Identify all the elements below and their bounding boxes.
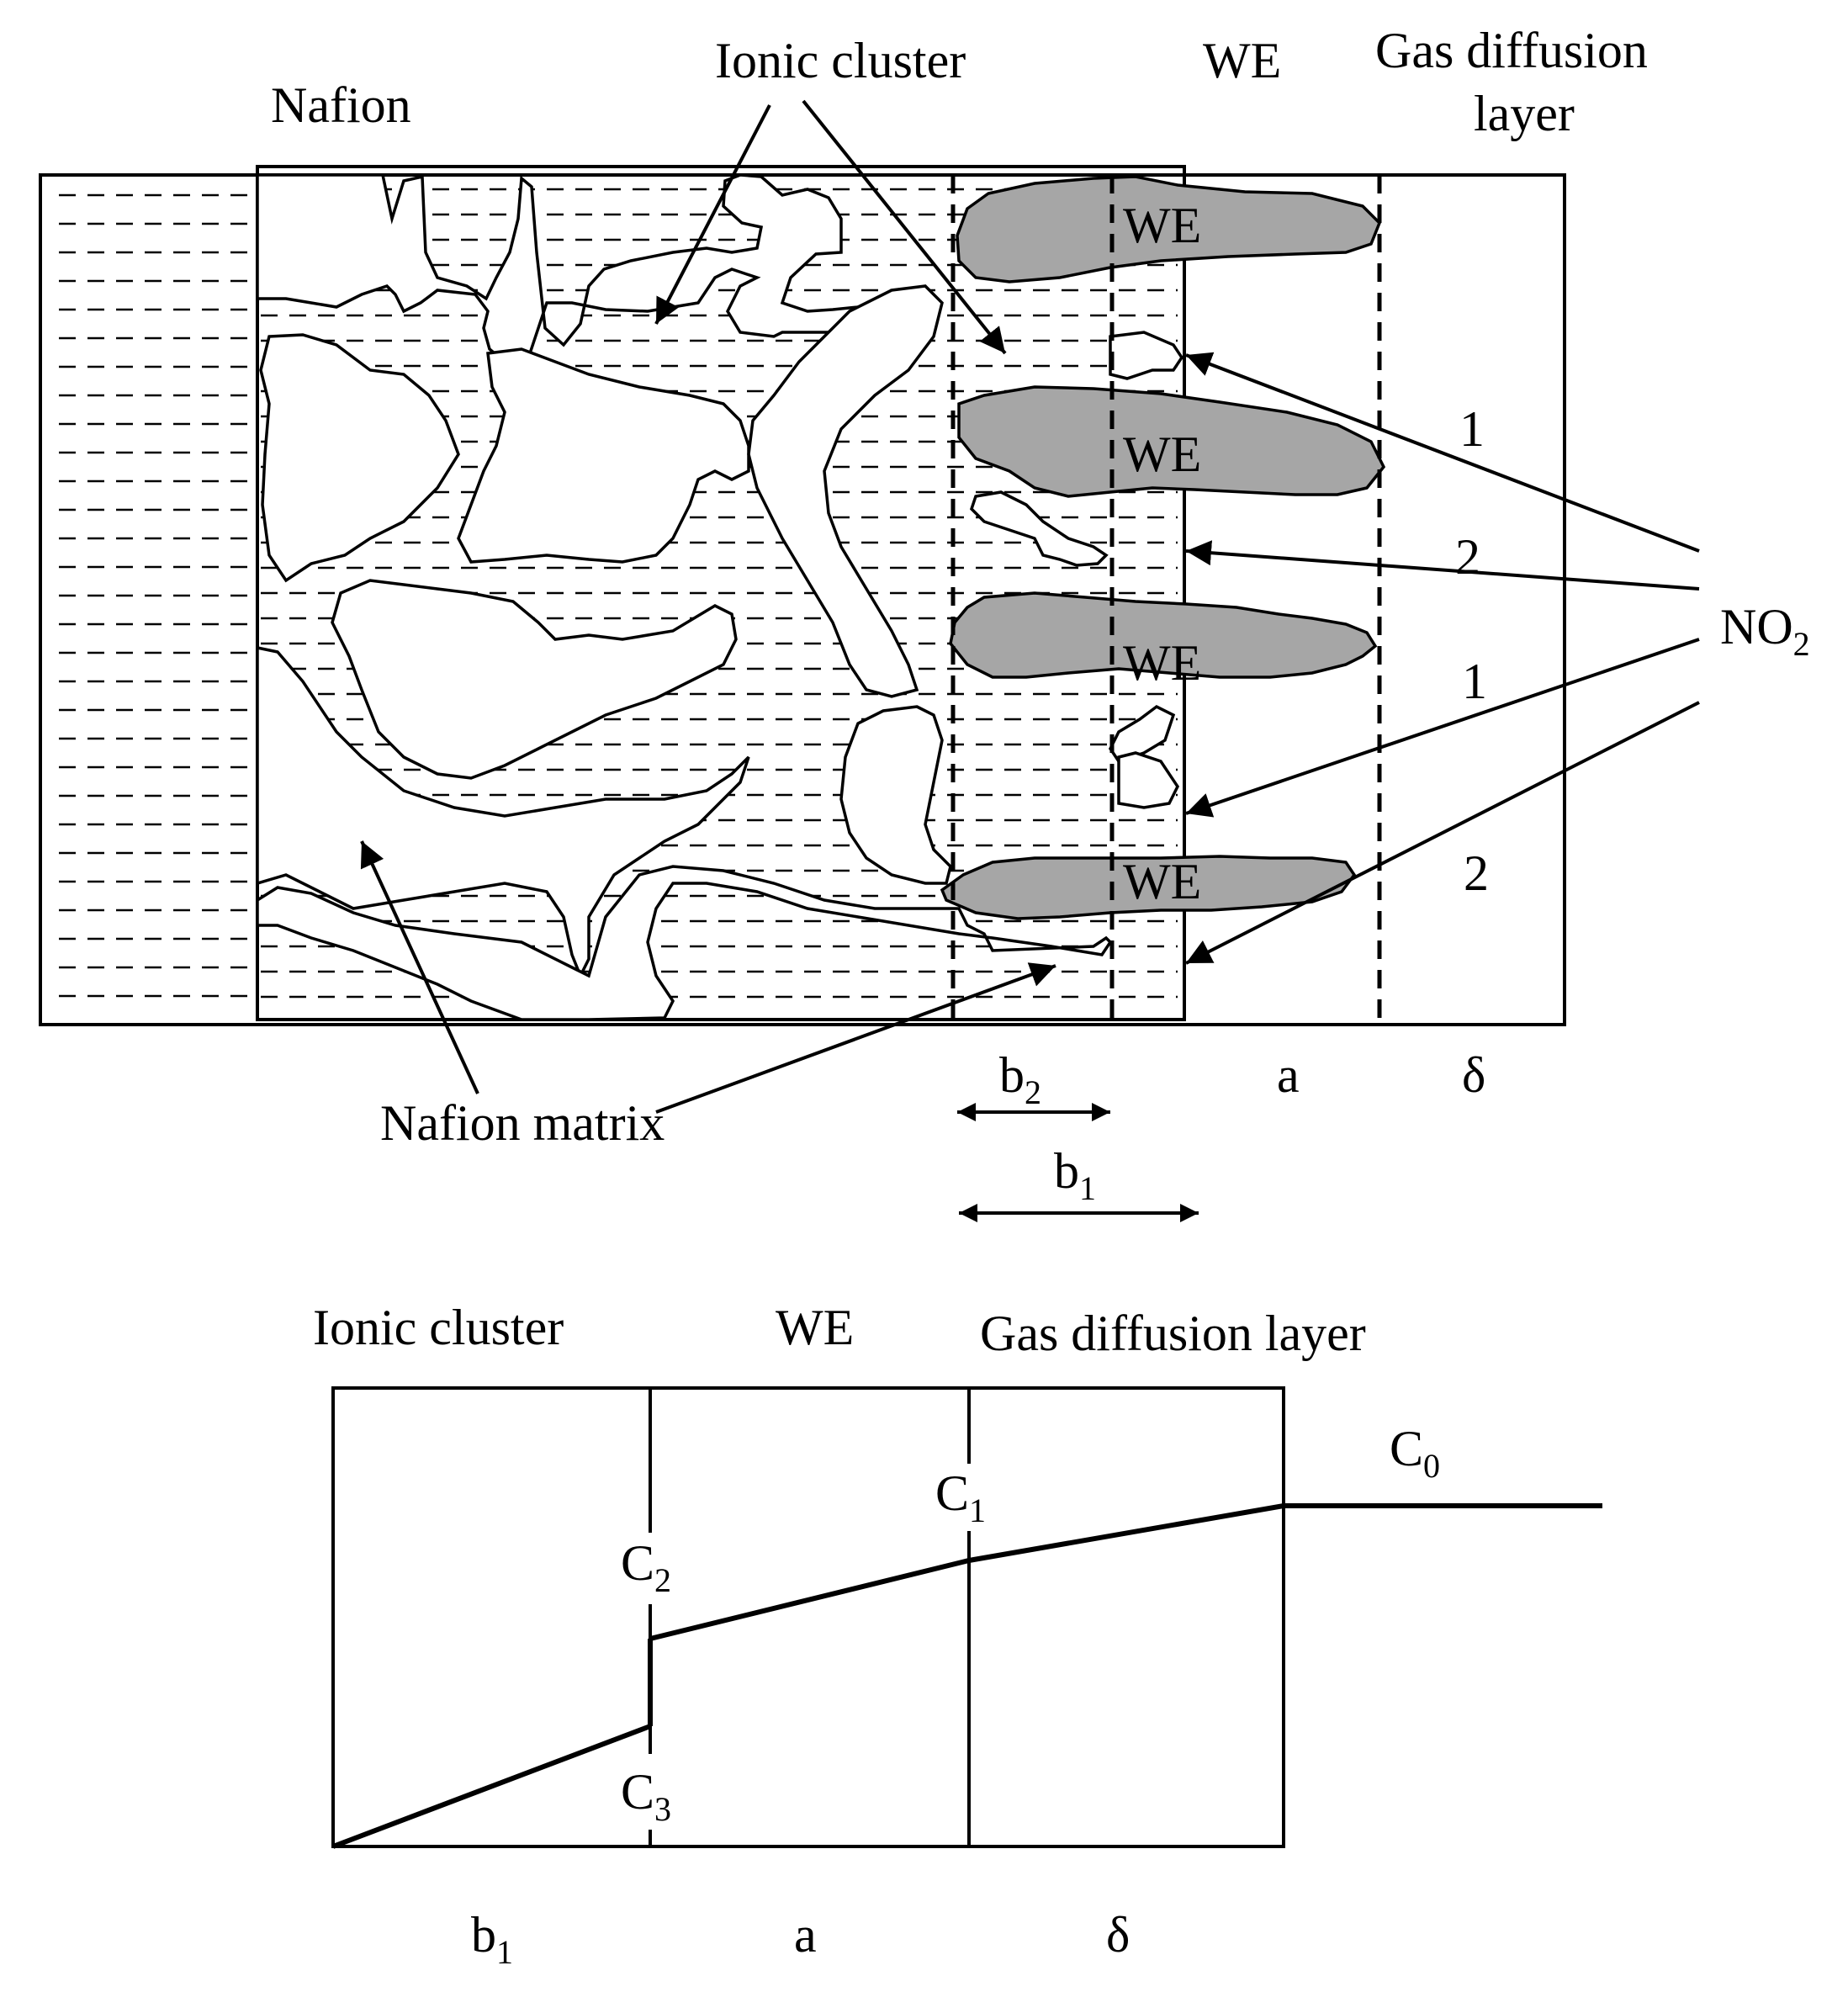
matrix-blob-7 [747, 284, 944, 698]
c1-label-bg [934, 1464, 1001, 1531]
c3-label-bg [618, 1754, 686, 1830]
no2-label: NO2 [1720, 599, 1810, 663]
we-particle-label: WE [1123, 854, 1201, 909]
b2-dimension-label: b2 [999, 1047, 1041, 1111]
a-dimension-label: a [1277, 1047, 1300, 1103]
nafion-label: Nafion [271, 77, 411, 133]
concentration-profile-line-upper [649, 1503, 1602, 1641]
membrane-schematic: WE WE WE WE Nafion Ionic cluster WE Gas … [39, 23, 1810, 1222]
gdl-label-line2: layer [1474, 86, 1575, 141]
left-electrolyte-hatch [59, 193, 252, 998]
ionic-cluster-arrow-right [802, 99, 1007, 355]
c0-label: C0 [1390, 1421, 1440, 1485]
matrix-blob-12 [1117, 751, 1180, 809]
bottom-ionic-cluster-label: Ionic cluster [313, 1300, 564, 1355]
matrix-blob-11 [1108, 704, 1176, 764]
nafion-rect [256, 165, 1186, 1021]
b1-dimension-label: b1 [1054, 1143, 1096, 1207]
we-particle-label: WE [1123, 426, 1201, 482]
matrix-blob-1 [256, 173, 860, 363]
we-particle-label: WE [1123, 198, 1201, 253]
nafion-matrix-arrow-right [655, 962, 1056, 1114]
no2-arrow-1 [1185, 352, 1700, 553]
no2-arrow-3 [1185, 638, 1700, 818]
path-label-2: 2 [1455, 529, 1480, 585]
matrix-blob-2 [259, 333, 460, 583]
matrix-blob-5 [256, 645, 750, 980]
matrix-blob-3 [457, 347, 750, 564]
c3-label: C3 [621, 1764, 671, 1828]
c2-label: C2 [621, 1535, 671, 1599]
bottom-we-label: WE [776, 1300, 854, 1355]
profile-frame [331, 1386, 1285, 1848]
bottom-delta-label: δ [1106, 1907, 1130, 1963]
bottom-b1-label: b1 [471, 1907, 513, 1971]
delta-dimension-label: δ [1462, 1047, 1485, 1103]
matrix-blob-6 [256, 865, 1113, 1021]
c1-label: C1 [935, 1465, 986, 1529]
matrix-blob-10 [1109, 331, 1184, 380]
no2-arrow-2 [1185, 540, 1700, 591]
path-label-1: 1 [1459, 401, 1485, 457]
concentration-profile-line [331, 1724, 652, 1849]
path-label-2b: 2 [1464, 845, 1489, 901]
we-particle-label: WE [1123, 635, 1201, 691]
bottom-gdl-label: Gas diffusion layer [980, 1306, 1366, 1361]
matrix-blob-9 [969, 490, 1109, 567]
concentration-profile: Ionic cluster WE Gas diffusion layer C0 … [313, 1300, 1602, 1971]
we-particle-2 [957, 385, 1386, 498]
ionic-cluster-label: Ionic cluster [715, 33, 966, 88]
outer-frame [39, 173, 1566, 1026]
nafion-matrix-arrow-left [360, 840, 479, 1094]
we-particle-4 [940, 855, 1357, 920]
we-particle-3 [949, 591, 1378, 679]
we-particle-1 [956, 175, 1382, 283]
matrix-blob-8 [839, 705, 952, 885]
no2-arrow-4 [1185, 701, 1700, 965]
c2-label-bg [618, 1533, 686, 1604]
we-header-label: WE [1203, 33, 1281, 88]
bottom-a-label: a [794, 1907, 817, 1963]
ionic-cluster-arrow-left [654, 104, 771, 325]
nafion-matrix-label: Nafion matrix [380, 1095, 665, 1151]
gdl-label-line1: Gas diffusion [1375, 23, 1648, 78]
path-label-1b: 1 [1462, 654, 1487, 709]
matrix-blob-4 [331, 579, 738, 780]
